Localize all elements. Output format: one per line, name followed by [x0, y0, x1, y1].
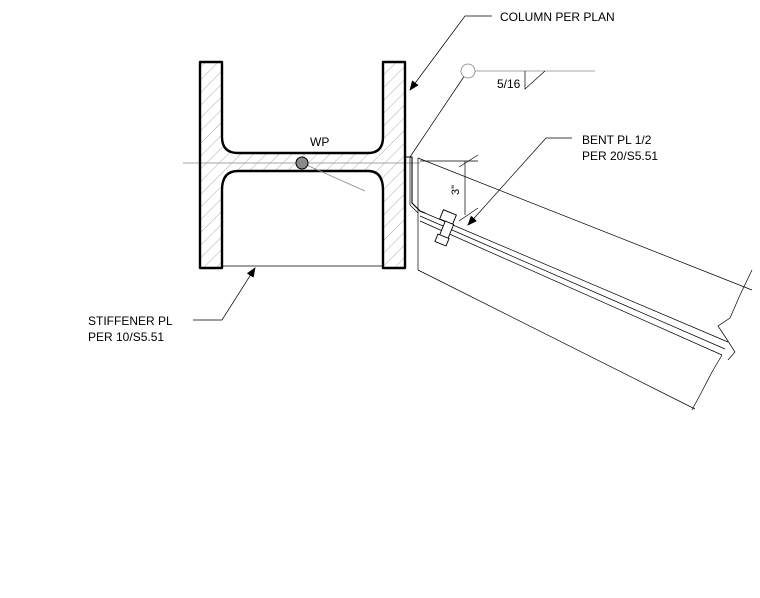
weld-all-around-circle [460, 63, 476, 79]
break-line-top [717, 269, 753, 361]
weld-size-label: 5/16 [497, 77, 521, 91]
dimension-tick-bottom [458, 207, 479, 222]
work-point-symbol [295, 156, 309, 170]
bent-plate-sloped-1 [419, 210, 729, 343]
bolt-icon [434, 209, 457, 247]
dimension-label: 3" [450, 185, 462, 195]
bent-plate-sloped-3 [419, 220, 723, 356]
beam-bottom-line [417, 269, 696, 410]
column-label: COLUMN PER PLAN [500, 10, 615, 24]
stiffener-label-line1: STIFFENER PL [88, 314, 173, 328]
bent-plate-inner [409, 157, 419, 214]
break-line-bottom [691, 354, 723, 411]
fillet-weld-symbol [524, 70, 546, 90]
stiffener-label-line2: PER 10/S5.51 [88, 330, 164, 344]
bent-plate [405, 156, 426, 214]
bent-plate-label-line1: BENT PL 1/2 [582, 133, 652, 147]
stiffener-leader [193, 267, 256, 321]
web-reference-line [301, 162, 366, 192]
bent-plate-label-line2: PER 20/S5.51 [582, 149, 658, 163]
bent-plate-sloped-2 [419, 215, 726, 350]
beam-top-flange [417, 157, 753, 291]
bent-plate-leader [467, 137, 572, 226]
column-leader [409, 15, 492, 91]
wp-label: WP [310, 135, 329, 149]
weld-arrow-line [409, 71, 468, 158]
